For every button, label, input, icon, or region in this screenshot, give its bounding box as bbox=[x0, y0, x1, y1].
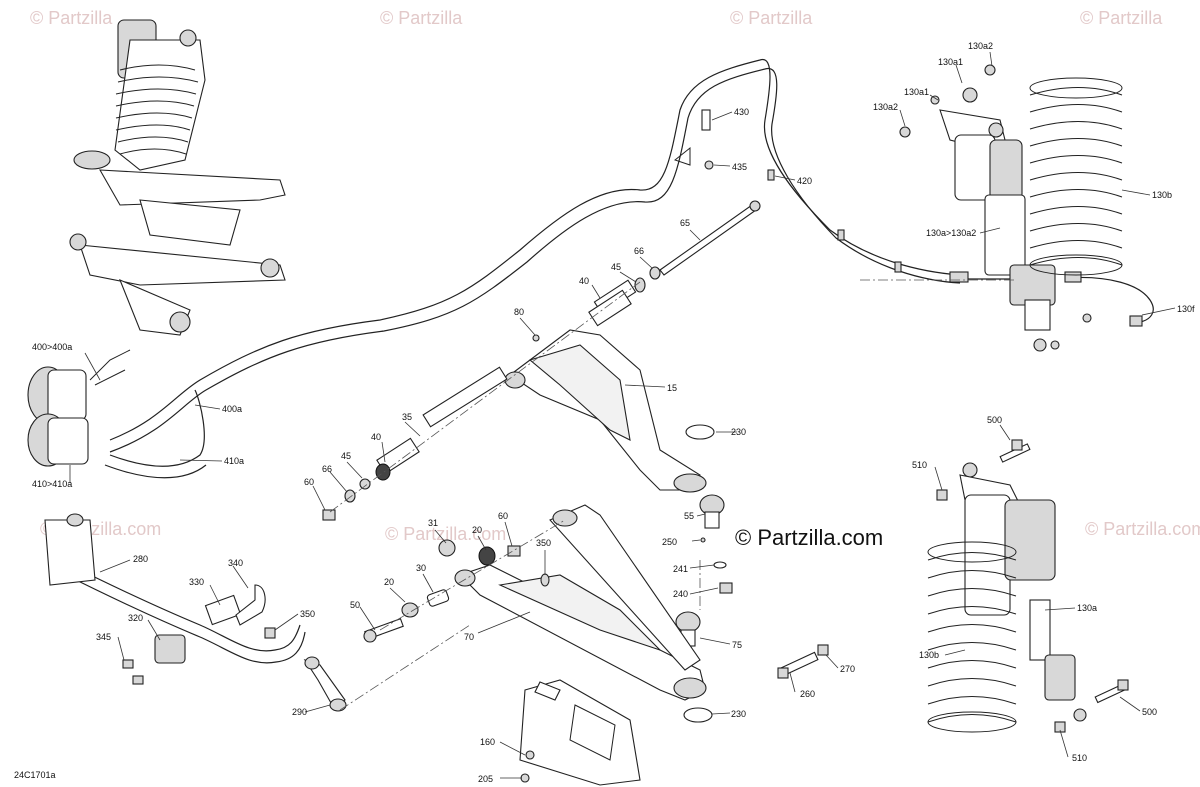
label-410-410a: 410>410a bbox=[32, 479, 72, 489]
label-130b-top: 130b bbox=[1152, 190, 1172, 200]
label-320: 320 bbox=[128, 613, 143, 623]
brake-fitting-3 bbox=[1129, 315, 1143, 327]
label-345: 345 bbox=[96, 632, 111, 642]
label-250: 250 bbox=[662, 537, 677, 547]
label-270: 270 bbox=[840, 664, 855, 674]
label-260: 260 bbox=[800, 689, 815, 699]
spring-bottom bbox=[927, 541, 1017, 733]
alignment-lines bbox=[329, 279, 1015, 711]
label-60-lower: 60 bbox=[498, 511, 508, 521]
lower-a-arm bbox=[454, 504, 707, 701]
label-350-center: 350 bbox=[536, 538, 551, 548]
label-66-lower: 66 bbox=[322, 464, 332, 474]
label-350-left: 350 bbox=[300, 609, 315, 619]
reference-assembly bbox=[69, 19, 286, 336]
label-75: 75 bbox=[732, 640, 742, 650]
skid-bracket bbox=[519, 679, 641, 786]
watermark-2: © Partzilla bbox=[380, 8, 463, 28]
label-45-upper: 45 bbox=[611, 262, 621, 272]
label-435: 435 bbox=[732, 162, 747, 172]
label-15: 15 bbox=[667, 383, 677, 393]
part-labels: 430 435 420 65 66 45 40 80 15 35 40 45 6… bbox=[14, 41, 1195, 784]
brake-caliper-group bbox=[27, 349, 131, 467]
leader-lines bbox=[69, 51, 1176, 779]
label-30: 30 bbox=[416, 563, 426, 573]
partzilla-watermark: © Partzilla.com bbox=[735, 525, 883, 550]
label-230-upper: 230 bbox=[731, 427, 746, 437]
diagram-code: 24C1701a bbox=[14, 770, 56, 780]
label-31: 31 bbox=[428, 518, 438, 528]
shock-bottom-right bbox=[936, 439, 1129, 733]
label-130f: 130f bbox=[1177, 304, 1195, 314]
brake-line bbox=[104, 59, 1154, 479]
label-40-lower: 40 bbox=[371, 432, 381, 442]
label-70: 70 bbox=[464, 632, 474, 642]
label-65: 65 bbox=[680, 218, 690, 228]
watermarks: © Partzilla © Partzilla © Partzilla © Pa… bbox=[30, 8, 1200, 550]
label-20-lower: 20 bbox=[384, 577, 394, 587]
label-400a: 400a bbox=[222, 404, 242, 414]
label-130a1: 130a1 bbox=[904, 87, 929, 97]
label-420: 420 bbox=[797, 176, 812, 186]
lower-hardware bbox=[363, 539, 550, 643]
label-240: 240 bbox=[673, 589, 688, 599]
label-400-400a: 400>400a bbox=[32, 342, 72, 352]
sway-bar bbox=[44, 513, 347, 712]
hose-clip-3 bbox=[894, 261, 902, 273]
label-66-upper: 66 bbox=[634, 246, 644, 256]
brake-fitting-2 bbox=[1064, 271, 1082, 283]
label-20-upper: 20 bbox=[472, 525, 482, 535]
upper-a-arm bbox=[422, 279, 707, 493]
label-510-top: 510 bbox=[912, 460, 927, 470]
bolt-260-270 bbox=[777, 644, 829, 679]
label-205: 205 bbox=[478, 774, 493, 784]
label-45-lower: 45 bbox=[341, 451, 351, 461]
spring-top bbox=[1029, 77, 1123, 276]
label-340: 340 bbox=[228, 558, 243, 568]
label-510-bottom: 510 bbox=[1072, 753, 1087, 763]
watermark-6: © Partzilla.com bbox=[385, 524, 506, 544]
ball-joint-lower bbox=[675, 611, 701, 633]
label-35: 35 bbox=[402, 412, 412, 422]
label-55: 55 bbox=[684, 511, 694, 521]
hose-clip bbox=[767, 169, 775, 181]
watermark-4: © Partzilla bbox=[1080, 8, 1163, 28]
hose-clip-2 bbox=[837, 229, 845, 241]
label-430: 430 bbox=[734, 107, 749, 117]
brake-fitting bbox=[949, 271, 969, 283]
label-60-upper: 60 bbox=[304, 477, 314, 487]
label-410a: 410a bbox=[224, 456, 244, 466]
upper-hardware bbox=[322, 109, 714, 521]
label-80: 80 bbox=[514, 307, 524, 317]
label-130a2-top: 130a2 bbox=[968, 41, 993, 51]
bolt-65 bbox=[659, 200, 761, 276]
label-130b: 130b bbox=[919, 650, 939, 660]
watermark-1: © Partzilla bbox=[30, 8, 113, 28]
label-130a-130a2: 130a>130a2 bbox=[926, 228, 976, 238]
label-160: 160 bbox=[480, 737, 495, 747]
label-280: 280 bbox=[133, 554, 148, 564]
watermark-3: © Partzilla bbox=[730, 8, 813, 28]
label-241: 241 bbox=[673, 564, 688, 574]
label-130a2: 130a2 bbox=[873, 102, 898, 112]
label-130a1-top: 130a1 bbox=[938, 57, 963, 67]
label-130a: 130a bbox=[1077, 603, 1097, 613]
label-330: 330 bbox=[189, 577, 204, 587]
label-230-lower: 230 bbox=[731, 709, 746, 719]
watermark-7: © Partzilla.com bbox=[1085, 519, 1200, 539]
shock-top-right bbox=[899, 64, 1092, 352]
label-50: 50 bbox=[350, 600, 360, 610]
label-290: 290 bbox=[292, 707, 307, 717]
label-40-upper: 40 bbox=[579, 276, 589, 286]
label-500-top: 500 bbox=[987, 415, 1002, 425]
label-500-bottom: 500 bbox=[1142, 707, 1157, 717]
ball-joints bbox=[675, 424, 733, 723]
